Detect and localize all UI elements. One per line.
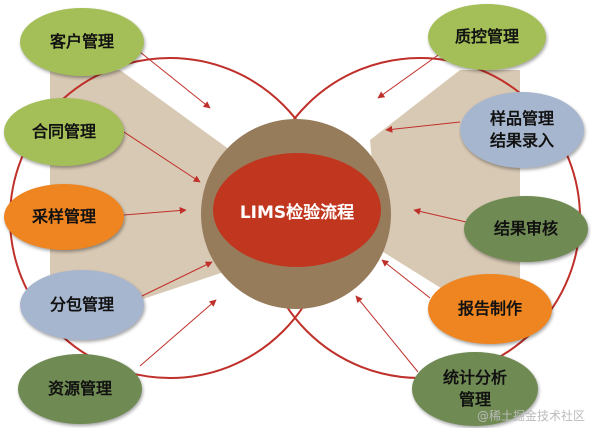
arrow-zhikong	[377, 47, 449, 99]
watermark-text: @稀土掘金技术社区	[476, 409, 585, 423]
node-quality-control[interactable]: 质控管理	[428, 4, 546, 70]
node-resource-management[interactable]: 资源管理	[18, 354, 142, 424]
arrow-kehu	[139, 51, 211, 109]
node-result-review[interactable]: 结果审核	[464, 196, 588, 262]
node-contract-management[interactable]: 合同管理	[4, 98, 124, 166]
center-inner-disk	[213, 153, 381, 267]
node-report-creation[interactable]: 报告制作	[428, 274, 552, 344]
arrow-baogao	[381, 259, 431, 299]
node-sample-result-entry[interactable]: 样品管理 结果录入	[460, 92, 584, 168]
arrow-caiyang	[123, 207, 187, 216]
node-sampling-management[interactable]: 采样管理	[4, 184, 124, 250]
arrow-jieguo	[413, 208, 467, 223]
node-customer-management[interactable]: 客户管理	[20, 8, 144, 76]
arrow-fenbao	[141, 261, 213, 297]
arrow-yangpin	[385, 121, 461, 133]
node-statistics-analysis[interactable]: 统计分析 管理	[412, 352, 538, 426]
arrow-ziyuan	[139, 299, 217, 367]
arrow-hetong	[123, 131, 201, 183]
center-title: LIMS检验流程	[239, 202, 355, 223]
node-subcontract-management[interactable]: 分包管理	[20, 270, 144, 340]
arrow-tongji	[355, 295, 419, 373]
